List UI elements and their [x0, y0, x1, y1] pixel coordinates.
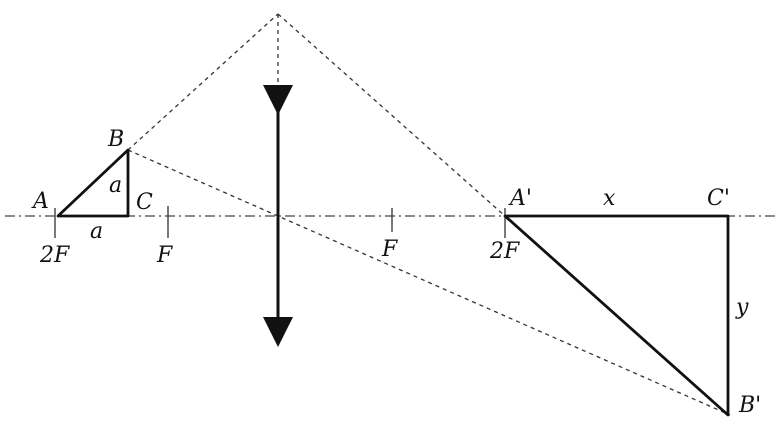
object-triangle	[56, 148, 130, 218]
label-a-prime: A'	[508, 186, 532, 211]
ray-through-center	[127, 149, 731, 416]
label-2f-left: 2F	[39, 243, 70, 268]
image-triangle	[503, 214, 730, 417]
label-a-point: A	[31, 189, 49, 214]
label-b-prime: B'	[738, 393, 761, 418]
ray-top-right	[277, 13, 506, 217]
label-f-right: F	[381, 237, 398, 262]
label-y: y	[735, 295, 749, 320]
label-x: x	[603, 186, 616, 211]
label-c-prime: C'	[707, 186, 730, 211]
label-a-horizontal-side: a	[90, 219, 103, 244]
label-b-point: B	[107, 127, 124, 152]
label-a-vertical-side: a	[109, 173, 122, 198]
label-c-point: C	[136, 190, 153, 215]
label-2f-right: 2F	[489, 239, 520, 264]
label-f-left: F	[156, 243, 173, 268]
ray-top-left	[127, 13, 279, 151]
